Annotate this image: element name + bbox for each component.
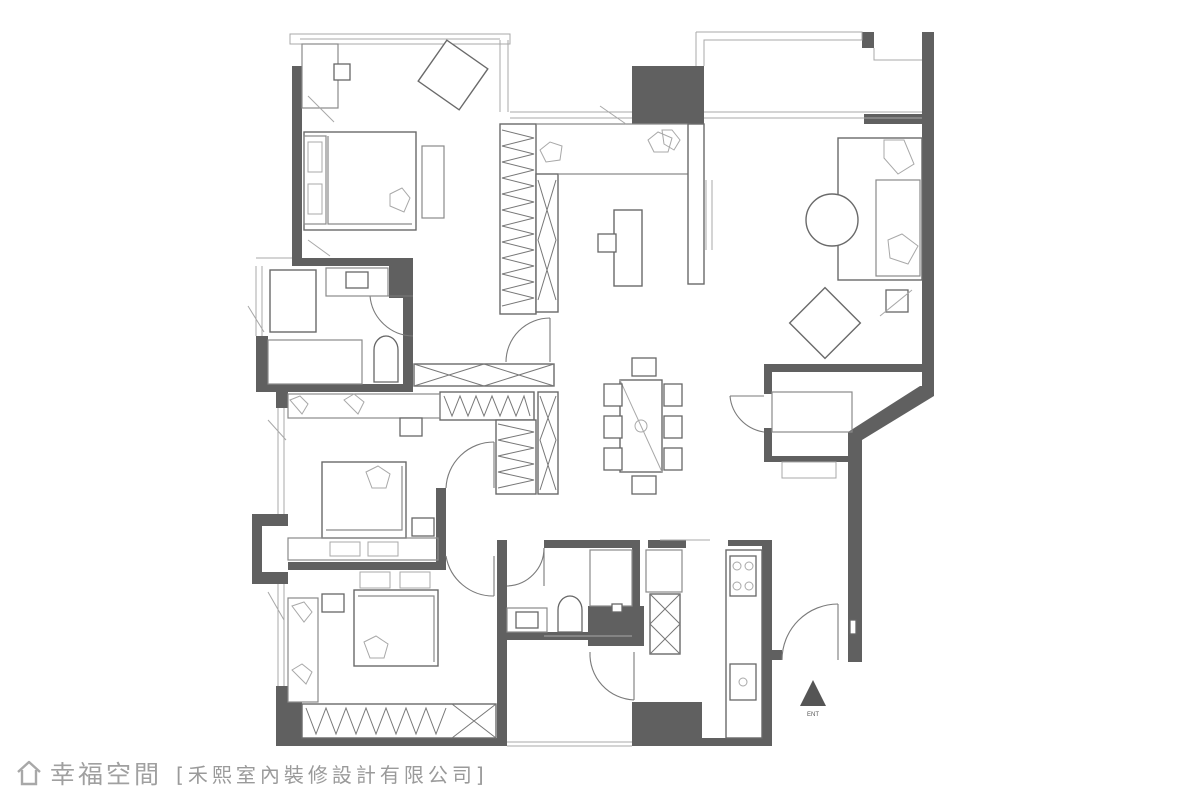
dining-area: [603, 357, 683, 495]
outlines: [255, 31, 922, 747]
bathroom-2: [506, 595, 632, 637]
entrance: ENT: [800, 619, 857, 718]
brand-name: 幸福空間: [50, 760, 163, 789]
shoe-room: [771, 391, 853, 433]
study-area: [536, 105, 705, 287]
bathroom-1: [247, 267, 399, 385]
bedroom-3: [267, 571, 439, 703]
designer-credit: [禾熙室內裝修設計有限公司]: [176, 762, 488, 787]
watermark: 幸福空間 [禾熙室內裝修設計有限公司]: [14, 756, 488, 790]
doors: [369, 295, 839, 701]
living-room: [705, 137, 923, 360]
master-bedroom: [301, 39, 489, 257]
bedroom-2: [267, 393, 441, 561]
walls: [252, 32, 934, 746]
entrance-label: ENT: [807, 712, 819, 718]
kitchen: [589, 549, 763, 739]
house-icon: [17, 760, 41, 786]
entrance-arrow-icon: [800, 680, 826, 706]
wardrobes: [301, 123, 681, 739]
